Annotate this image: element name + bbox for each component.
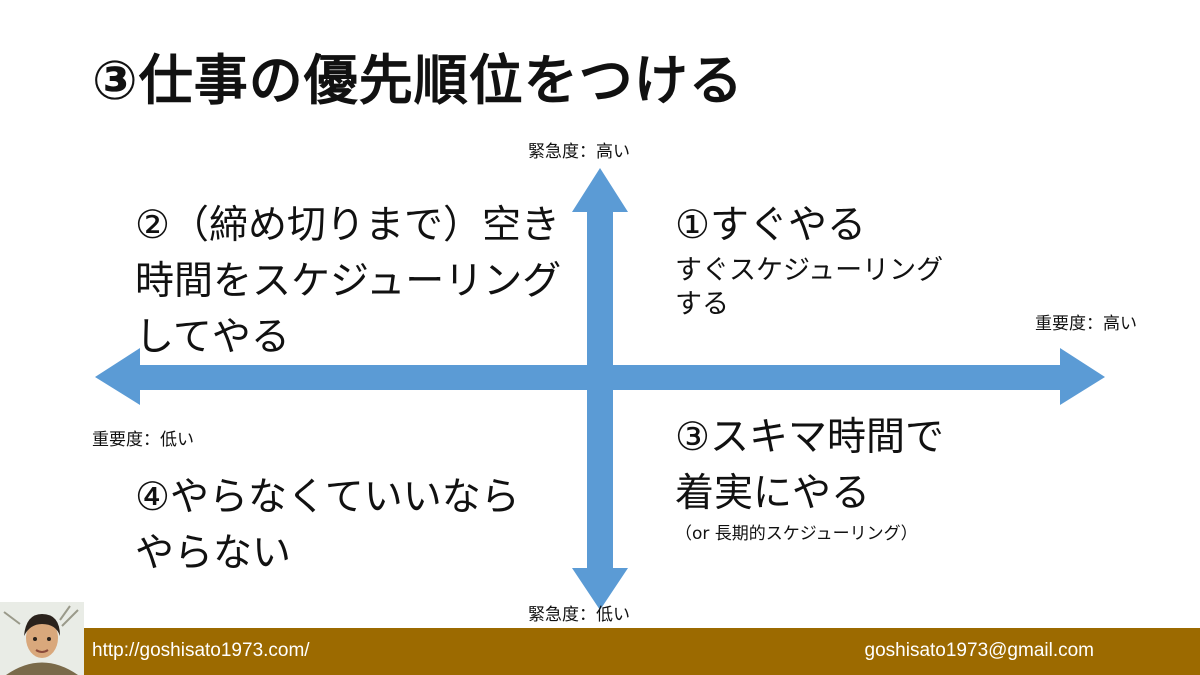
quadrant-3: ③スキマ時間で 着実にやる （or 長期的スケジューリング）: [675, 410, 944, 546]
quadrant-4-line2: やらない: [135, 531, 292, 576]
footer-email-link[interactable]: goshisato1973@gmail.com: [864, 640, 1094, 661]
quadrant-3-line2: 着実にやる: [675, 471, 871, 516]
quadrant-2: ②（締め切りまで）空き 時間をスケジューリング してやる: [135, 198, 561, 366]
quadrant-1-line2: すぐスケジューリング: [675, 255, 944, 286]
quadrant-1-line3: する: [675, 289, 729, 320]
quadrant-3-note: （or 長期的スケジューリング）: [675, 524, 918, 544]
quadrant-1-title: ①すぐやる: [675, 203, 866, 248]
importance-high-label: 重要度：高い: [1035, 314, 1137, 334]
quadrant-1: ①すぐやる すぐスケジューリング する: [675, 198, 943, 322]
footer-url-link[interactable]: http://goshisato1973.com/: [92, 640, 310, 661]
urgency-high-label: 緊急度：高い: [528, 142, 630, 162]
quadrant-2-line1: ②（締め切りまで）空き: [135, 203, 560, 248]
footer-bar: http://goshisato1973.com/ goshisato1973@…: [0, 628, 1200, 675]
quadrant-2-line2: 時間をスケジューリング: [135, 259, 562, 304]
quadrant-4-line1: ④やらなくていいなら: [135, 475, 520, 520]
importance-low-label: 重要度：低い: [92, 430, 194, 450]
quadrant-2-line3: してやる: [135, 315, 290, 360]
urgency-low-label: 緊急度：低い: [528, 605, 630, 625]
quadrant-3-line1: ③スキマ時間で: [675, 415, 944, 460]
quadrant-4: ④やらなくていいなら やらない: [135, 470, 520, 582]
slide-title: ③仕事の優先順位をつける: [92, 49, 744, 112]
urgency-axis-arrow: [572, 168, 628, 610]
avatar: [0, 602, 84, 675]
